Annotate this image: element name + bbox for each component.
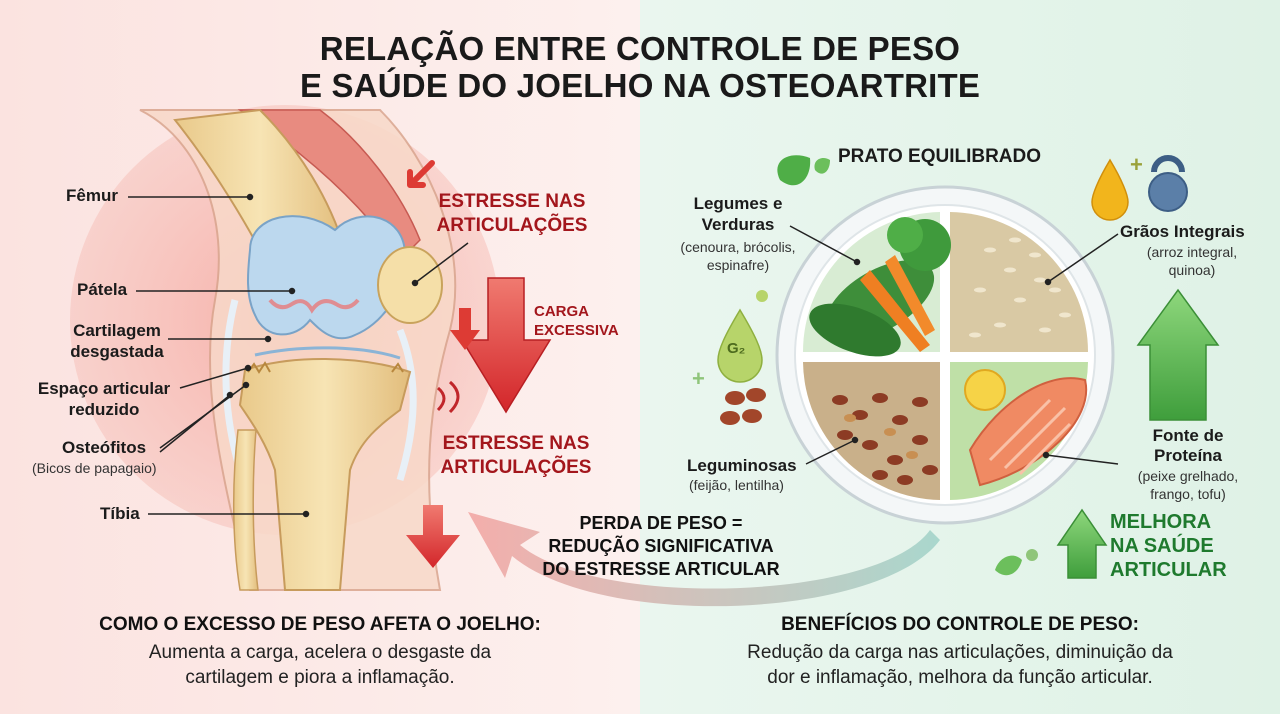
beans-icon — [720, 388, 766, 425]
bottom-right-text: Redução da carga nas articulações, dimin… — [747, 642, 1173, 688]
decorative-icons: + + — [692, 152, 1188, 576]
patella-bone — [377, 246, 443, 324]
osteophytes-label: Osteófitos — [62, 438, 147, 457]
small-green-arrow-up-icon — [1056, 508, 1108, 579]
small-load-arrow — [450, 308, 480, 350]
nutrient-drop-icon — [717, 308, 763, 383]
bottom-left-heading: COMO O EXCESSO DE PESO AFETA O JOELHO: — [99, 614, 541, 635]
tibia-bone — [238, 358, 412, 591]
knee-illustration — [70, 105, 500, 591]
cartilage-label: Cartilagem desgastada — [70, 321, 164, 361]
protein-label: Fonte de Proteína — [1152, 426, 1224, 465]
osteophytes-sublabel: (Bicos de papagaio) — [32, 460, 157, 476]
kettlebell-icon — [1148, 155, 1188, 212]
bottom-right-heading: BENEFÍCIOS DO CONTROLE DE PESO: — [781, 614, 1139, 635]
bottom-left-text: Aumenta a carga, acelera o desgaste da c… — [148, 642, 492, 688]
lemon-icon — [964, 369, 1006, 411]
plate-title: PRATO EQUILIBRADO — [838, 146, 1042, 167]
small-arrow-down-icon — [407, 160, 435, 188]
grains-sublabel: (arroz integral, quinoa) — [1146, 244, 1238, 278]
plus-icon: + — [1130, 152, 1143, 177]
salmon-icon — [968, 377, 1088, 487]
osteophytes-spurs — [247, 361, 404, 374]
protein-sublabel: (peixe grelhado, frango, tofu) — [1137, 468, 1239, 502]
stress-label-bottom: ESTRESSE NAS ARTICULAÇÕES — [440, 433, 592, 478]
weight-loss-curved-arrow — [468, 512, 940, 607]
bottom-load-arrow — [406, 505, 460, 568]
stress-label-top: ESTRESSE NAS ARTICULAÇÕES — [436, 191, 588, 236]
legumes-sublabel: (feijão, lentilha) — [689, 477, 784, 493]
excess-load-label: CARGA EXCESSIVA — [534, 303, 619, 339]
vegetables-label: Legumes e Verduras — [693, 194, 783, 234]
legumes-section — [803, 362, 940, 500]
weight-loss-label: PERDA DE PESO = REDUÇÃO SIGNIFICATIVA DO… — [542, 513, 780, 579]
grains-section — [950, 212, 1088, 352]
big-green-arrow-up-icon — [1136, 288, 1220, 421]
tibia-label: Tíbia — [100, 504, 140, 523]
pressure-icon — [436, 380, 460, 414]
legumes-label: Leguminosas — [687, 456, 797, 475]
carrot-icon — [860, 270, 930, 352]
vegetables-sublabel: (cenoura, brócolis, espinafre) — [680, 239, 796, 273]
title-line-1: RELAÇÃO ENTRE CONTROLE DE PESO — [319, 30, 961, 67]
patella-label: Pátela — [77, 280, 128, 299]
grains-label: Grãos Integrais — [1120, 222, 1245, 241]
balanced-plate — [775, 185, 1119, 525]
leaf-icon — [814, 158, 830, 174]
oil-drop-icon — [1091, 158, 1129, 221]
title-line-2: E SAÚDE DO JOELHO NA OSTEOARTRITE — [299, 67, 981, 104]
stress-arrows — [406, 160, 552, 568]
leaf-icon — [777, 155, 811, 186]
femur-label: Fêmur — [66, 186, 118, 205]
nutrient-drop-text: G₂ — [727, 340, 746, 357]
leaf-icon — [995, 555, 1022, 576]
improvement-label: MELHORA NA SAÚDE ARTICULAR — [1110, 511, 1227, 581]
joint-space-label: Espaço articular reduzido — [37, 379, 171, 419]
excess-load-arrow — [460, 277, 552, 414]
plus-icon: + — [692, 366, 705, 391]
